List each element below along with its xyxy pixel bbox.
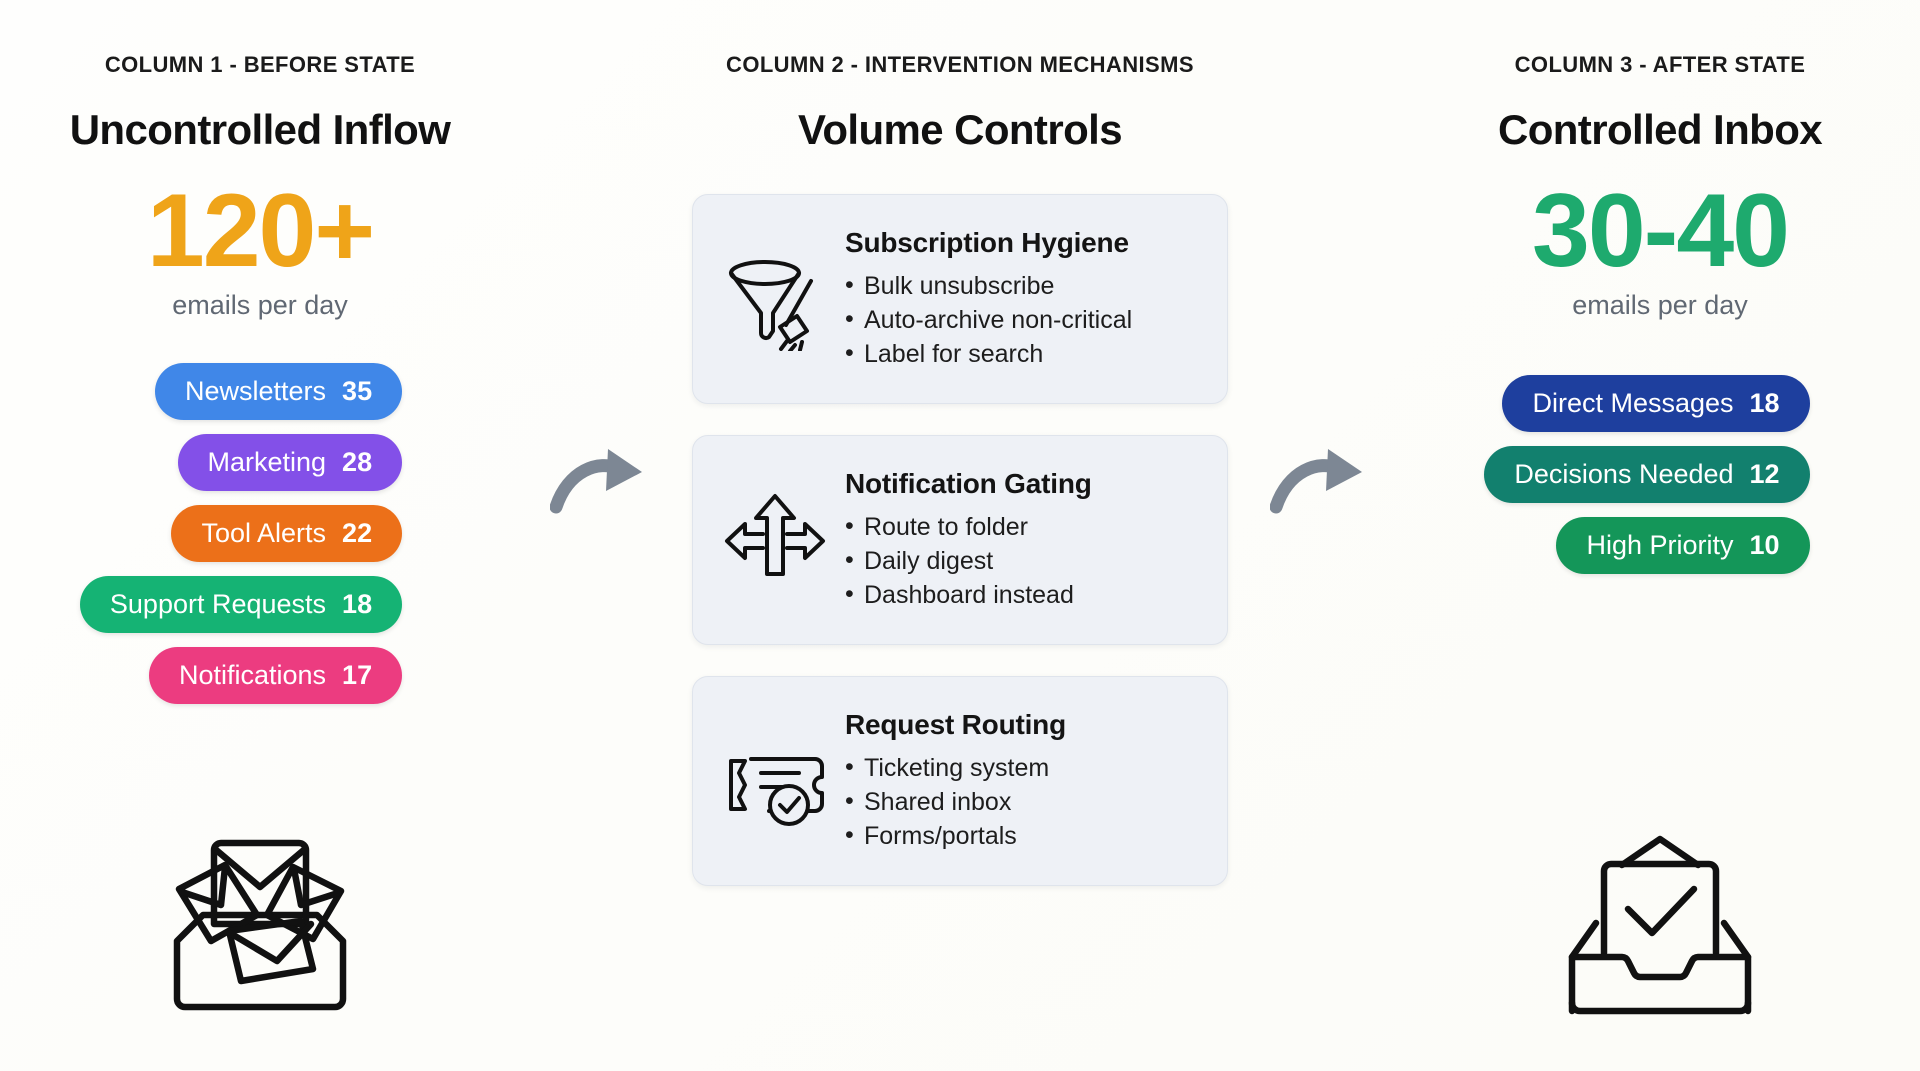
pill-value: 18 [342,589,373,620]
ticket-check-icon-wrap [719,725,831,837]
column-3-kicker: COLUMN 3 - AFTER STATE [1514,52,1806,77]
pill-tool-alerts[interactable]: Tool Alerts 22 [171,505,403,563]
card-request-routing[interactable]: Request Routing Ticketing system Shared … [692,676,1228,886]
column-1-kicker: COLUMN 1 - BEFORE STATE [104,52,416,77]
funnel-broom-icon [729,260,813,351]
connector-1-slot [540,0,660,525]
card-2-item: Dashboard instead [845,577,1205,612]
card-1-title: Subscription Hygiene [845,227,1129,258]
pill-value: 17 [342,660,373,691]
pill-support-requests[interactable]: Support Requests 18 [79,576,403,634]
pill-label: Marketing [207,447,327,478]
funnel-broom-icon-wrap [719,243,831,355]
pill-label: Notifications [178,660,327,691]
column-1-stat-caption: emails per day [172,290,348,321]
card-3-title: Request Routing [845,709,1066,740]
card-3-item: Ticketing system [845,750,1205,785]
before-category-pill-list: Newsletters 35 Marketing 28 Tool Alerts … [79,363,440,705]
pill-direct-messages[interactable]: Direct Messages 18 [1502,375,1810,433]
card-3-body: Request Routing Ticketing system Shared … [841,709,1205,853]
card-2-title: Notification Gating [845,468,1092,499]
card-2-item: Route to folder [845,509,1205,544]
route-arrows-icon [725,494,825,576]
pill-label: Newsletters [185,376,327,407]
pill-label: Direct Messages [1532,388,1734,419]
inbox-check-icon [1568,835,1752,1015]
mechanism-card-list: Subscription Hygiene Bulk unsubscribe Au… [680,194,1240,886]
pill-marketing[interactable]: Marketing 28 [177,434,403,492]
card-1-items: Bulk unsubscribe Auto-archive non-critic… [845,268,1205,371]
column-1-stat: 120+ [146,173,375,289]
pill-newsletters[interactable]: Newsletters 35 [155,363,403,421]
card-1-item: Bulk unsubscribe [845,268,1205,303]
card-3-item: Shared inbox [845,784,1205,819]
card-1-body: Subscription Hygiene Bulk unsubscribe Au… [841,227,1205,371]
pill-value: 12 [1749,459,1780,490]
card-3-item: Forms/portals [845,818,1205,853]
after-category-pill-list: Direct Messages 18 Decisions Needed 12 H… [1484,375,1835,575]
column-3-title: Controlled Inbox [1497,106,1823,153]
pill-high-priority[interactable]: High Priority 10 [1556,517,1810,575]
card-notification-gating[interactable]: Notification Gating Route to folder Dail… [692,435,1228,645]
column-2-title: Volume Controls [798,106,1123,153]
card-2-body: Notification Gating Route to folder Dail… [841,468,1205,612]
card-subscription-hygiene[interactable]: Subscription Hygiene Bulk unsubscribe Au… [692,194,1228,404]
column-3-stat: 30-40 [1532,173,1790,289]
column-before-state: COLUMN 1 - BEFORE STATE Uncontrolled Inf… [0,0,520,1071]
card-2-items: Route to folder Daily digest Dashboard i… [845,509,1205,612]
pill-label: Decisions Needed [1514,459,1734,490]
column-after-state: COLUMN 3 - AFTER STATE Controlled Inbox … [1400,0,1920,1071]
card-2-item: Daily digest [845,543,1205,578]
column-3-stat-caption: emails per day [1572,290,1748,321]
curved-arrow-right-icon-2 [1270,449,1362,514]
pill-label: High Priority [1586,530,1734,561]
card-1-item: Label for search [845,336,1205,371]
pill-value: 22 [342,518,373,549]
pill-value: 35 [342,376,373,407]
column-2-kicker: COLUMN 2 - INTERVENTION MECHANISMS [726,52,1194,77]
pill-notifications[interactable]: Notifications 17 [148,647,403,705]
pill-label: Tool Alerts [201,518,327,549]
pill-label: Support Requests [109,589,327,620]
column-1-title: Uncontrolled Inflow [69,106,451,153]
ticket-check-icon [729,757,824,826]
card-1-item: Auto-archive non-critical [845,302,1205,337]
route-arrows-icon-wrap [719,484,831,596]
inbox-check-icon-wrap [1560,833,1760,1071]
pill-value: 18 [1749,388,1780,419]
pill-value: 28 [342,447,373,478]
curved-arrow-right-icon-1 [550,449,642,514]
card-3-items: Ticketing system Shared inbox Forms/port… [845,750,1205,853]
messy-inbox-icon [173,839,347,1011]
connector-2-slot [1260,0,1380,525]
column-intervention-mechanisms: COLUMN 2 - INTERVENTION MECHANISMS Volum… [680,0,1240,886]
pill-value: 10 [1749,530,1780,561]
messy-inbox-icon-wrap [155,829,365,1071]
pill-decisions-needed[interactable]: Decisions Needed 12 [1484,446,1810,504]
